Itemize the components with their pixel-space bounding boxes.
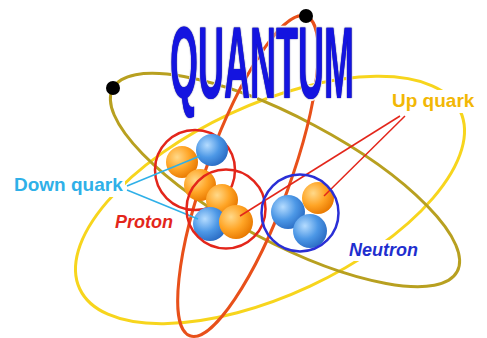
label-holder: Up quark: [390, 90, 476, 113]
leader-line: [127, 156, 200, 186]
down-quark-sphere: [293, 214, 327, 248]
electron: [106, 81, 120, 95]
particle-name: Neutron: [347, 240, 420, 261]
label-holder: Down quark: [12, 174, 125, 197]
quark-label: Down quark: [12, 174, 125, 197]
title-holder: QUANTUM: [170, 12, 426, 62]
up-quark-sphere: [219, 205, 253, 239]
circle-outline: [185, 168, 267, 250]
particle-circle: Neutron: [260, 173, 340, 253]
down-quark-sphere: [196, 134, 228, 166]
title: QUANTUM: [170, 12, 354, 115]
circle-outline: [262, 175, 339, 252]
circle-outline: [260, 173, 340, 253]
circle-outline: [187, 170, 266, 249]
particle-circle: Proton: [185, 168, 267, 250]
quark-label: Up quark: [390, 90, 476, 113]
particle-name: Proton: [113, 212, 175, 233]
